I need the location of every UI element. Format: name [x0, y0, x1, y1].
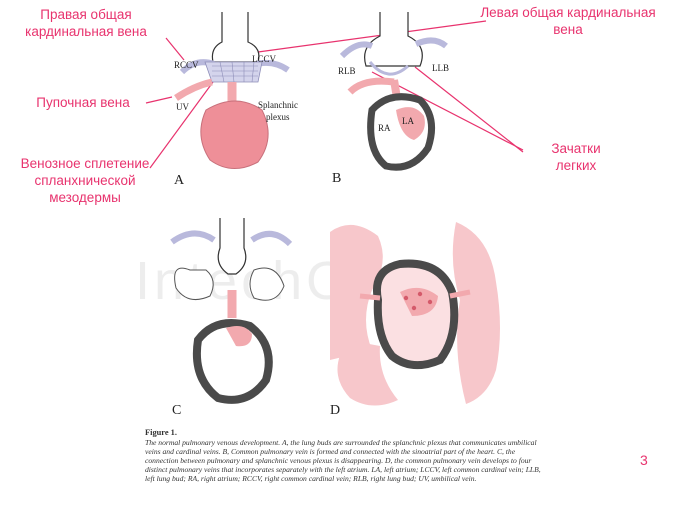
panel-d: D [330, 222, 500, 418]
rccv-vein-c [170, 230, 216, 245]
label-umbilical-vein: Пупочная вена [36, 95, 130, 110]
caption-title: Figure 1. [145, 428, 177, 437]
panel-b: RLB LLB RA LA B [332, 12, 449, 186]
pointer-lung-llb [414, 66, 524, 153]
plexus-network-a [204, 61, 263, 83]
plexus-mesh-a [212, 61, 258, 83]
pulmonary-vein-orifice-2 [417, 291, 423, 297]
pointer-plexus [149, 81, 214, 169]
panel-letter-d: D [330, 403, 340, 418]
panel-a: RCCV LCCV UV Splanchnic plexus A [174, 12, 298, 188]
label-splanchnic-plexus: Венозное сплетение спланхнической мезоде… [20, 156, 150, 205]
foregut-b [364, 12, 423, 67]
heart-c [192, 319, 273, 404]
left-lung-c [249, 267, 285, 301]
pointer-lines [145, 20, 524, 169]
heart-tube-a [200, 100, 269, 169]
pointer-uv [145, 96, 173, 104]
slide-number: 3 [640, 452, 648, 468]
left-atrium-fill-d [400, 287, 438, 316]
panel-letter-c: C [172, 403, 181, 418]
lower-lobe-d [337, 340, 398, 406]
tag-ra: RA [378, 123, 391, 133]
label-left-common-cardinal-vein: Левая общая кардинальная вена [480, 5, 656, 37]
foregut-c [217, 218, 247, 275]
umbilical-vein-b [347, 77, 395, 95]
pointer-lccv [257, 20, 487, 53]
figure-caption: Figure 1. The normal pulmonary venous de… [145, 428, 545, 484]
pulmonary-vein-orifice-4 [411, 305, 417, 311]
tag-la: LA [402, 116, 414, 126]
right-lung-c [174, 267, 214, 301]
label-lung-buds: Зачатки легких [551, 141, 601, 173]
lccv-vein-b [414, 37, 448, 49]
umbilical-vein-a [174, 78, 213, 101]
right-pulmonary-vein-d [359, 293, 381, 301]
left-atrium-fill-b [396, 107, 425, 140]
right-lung-d [330, 224, 383, 360]
pulmonary-vein-orifice-3 [427, 299, 433, 305]
pulmonary-vein-orifice-1 [403, 295, 409, 301]
atrium-fill-c [226, 326, 252, 347]
caption-body: The normal pulmonary venous development.… [145, 438, 541, 484]
pointer-rccv [165, 37, 185, 61]
tag-lccv: LCCV [252, 54, 277, 64]
tag-rccv: RCCV [174, 60, 199, 70]
lccv-vein-c [250, 231, 293, 247]
tag-uv: UV [176, 102, 189, 112]
rccv-vein-b [339, 41, 374, 59]
panel-c: C [170, 218, 293, 418]
panel-letter-a: A [174, 173, 185, 188]
tag-llb: LLB [432, 63, 449, 73]
left-lung-d [452, 222, 500, 404]
tag-splanchnic: Splanchnic [258, 100, 298, 110]
tag-rlb: RLB [338, 66, 356, 76]
left-pulmonary-vein-d [449, 289, 471, 299]
tag-plexus: plexus [266, 112, 290, 122]
label-right-common-cardinal-vein: Правая общая кардинальная вена [25, 7, 147, 39]
plexus-b [368, 61, 410, 76]
panel-letter-b: B [332, 171, 341, 186]
